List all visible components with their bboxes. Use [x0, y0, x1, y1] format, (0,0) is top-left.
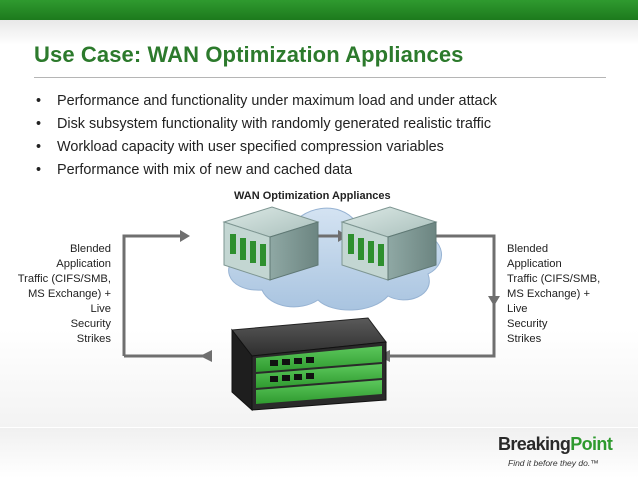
label-line: Security [507, 318, 548, 330]
bullet-symbol: • [36, 139, 42, 155]
bullet-symbol: • [36, 162, 42, 178]
label-line: MS Exchange) + [507, 288, 591, 300]
footer-band [0, 428, 638, 478]
logo-word-part: Breaking [498, 434, 571, 454]
bullet-text: Performance with mix of new and cached d… [57, 162, 353, 178]
label-line: Traffic (CIFS/SMB, [17, 273, 111, 285]
label-line: Traffic (CIFS/SMB, [507, 273, 601, 285]
slide-title: Use Case: WAN Optimization Appliances [34, 42, 464, 67]
logo-tagline: Find it before they do.™ [508, 458, 599, 468]
bullet-text: Disk subsystem functionality with random… [57, 116, 492, 132]
bullet-symbol: • [36, 93, 42, 109]
diagram-title: WAN Optimization Appliances [234, 190, 391, 202]
left-traffic-label: Blended Application Traffic (CIFS/SMB, M… [0, 242, 111, 347]
bullet-item: • Performance with mix of new and cached … [36, 159, 497, 182]
wan-appliance-icon [340, 206, 438, 281]
right-traffic-label: Blended Application Traffic (CIFS/SMB, M… [507, 242, 627, 347]
label-line: Security [70, 318, 111, 330]
logo-wordmark: BreakingPoint [498, 434, 613, 455]
label-line: Strikes [76, 333, 111, 345]
label-line: MS Exchange) + [27, 288, 111, 300]
arrow-right-icon [180, 230, 190, 242]
bullet-item: • Workload capacity with user specified c… [36, 136, 497, 159]
label-line: Blended [507, 243, 549, 255]
label-line: Live [90, 303, 111, 315]
bullet-text: Performance and functionality under maxi… [57, 93, 497, 109]
test-chassis-icon [231, 317, 387, 412]
bullet-item: • Performance and functionality under max… [36, 90, 497, 113]
logo-word-part: Point [570, 434, 613, 454]
wan-appliance-icon [222, 206, 320, 281]
label-line: Blended [69, 243, 111, 255]
label-line: Live [507, 303, 528, 315]
label-line: Application [507, 258, 562, 270]
bullet-symbol: • [36, 116, 42, 132]
breakingpoint-logo: BreakingPoint Find it before they do.™ [498, 434, 618, 470]
label-line: Strikes [507, 333, 542, 345]
banner-shadow [0, 20, 638, 45]
bullet-item: • Disk subsystem functionality with rando… [36, 113, 497, 136]
arrow-down-icon [488, 296, 500, 306]
arrow-left-icon [200, 350, 212, 362]
bullet-list: • Performance and functionality under max… [36, 90, 497, 182]
top-banner [0, 0, 638, 20]
title-divider [34, 77, 606, 78]
label-line: Application [56, 258, 111, 270]
bullet-text: Workload capacity with user specified co… [57, 139, 444, 155]
